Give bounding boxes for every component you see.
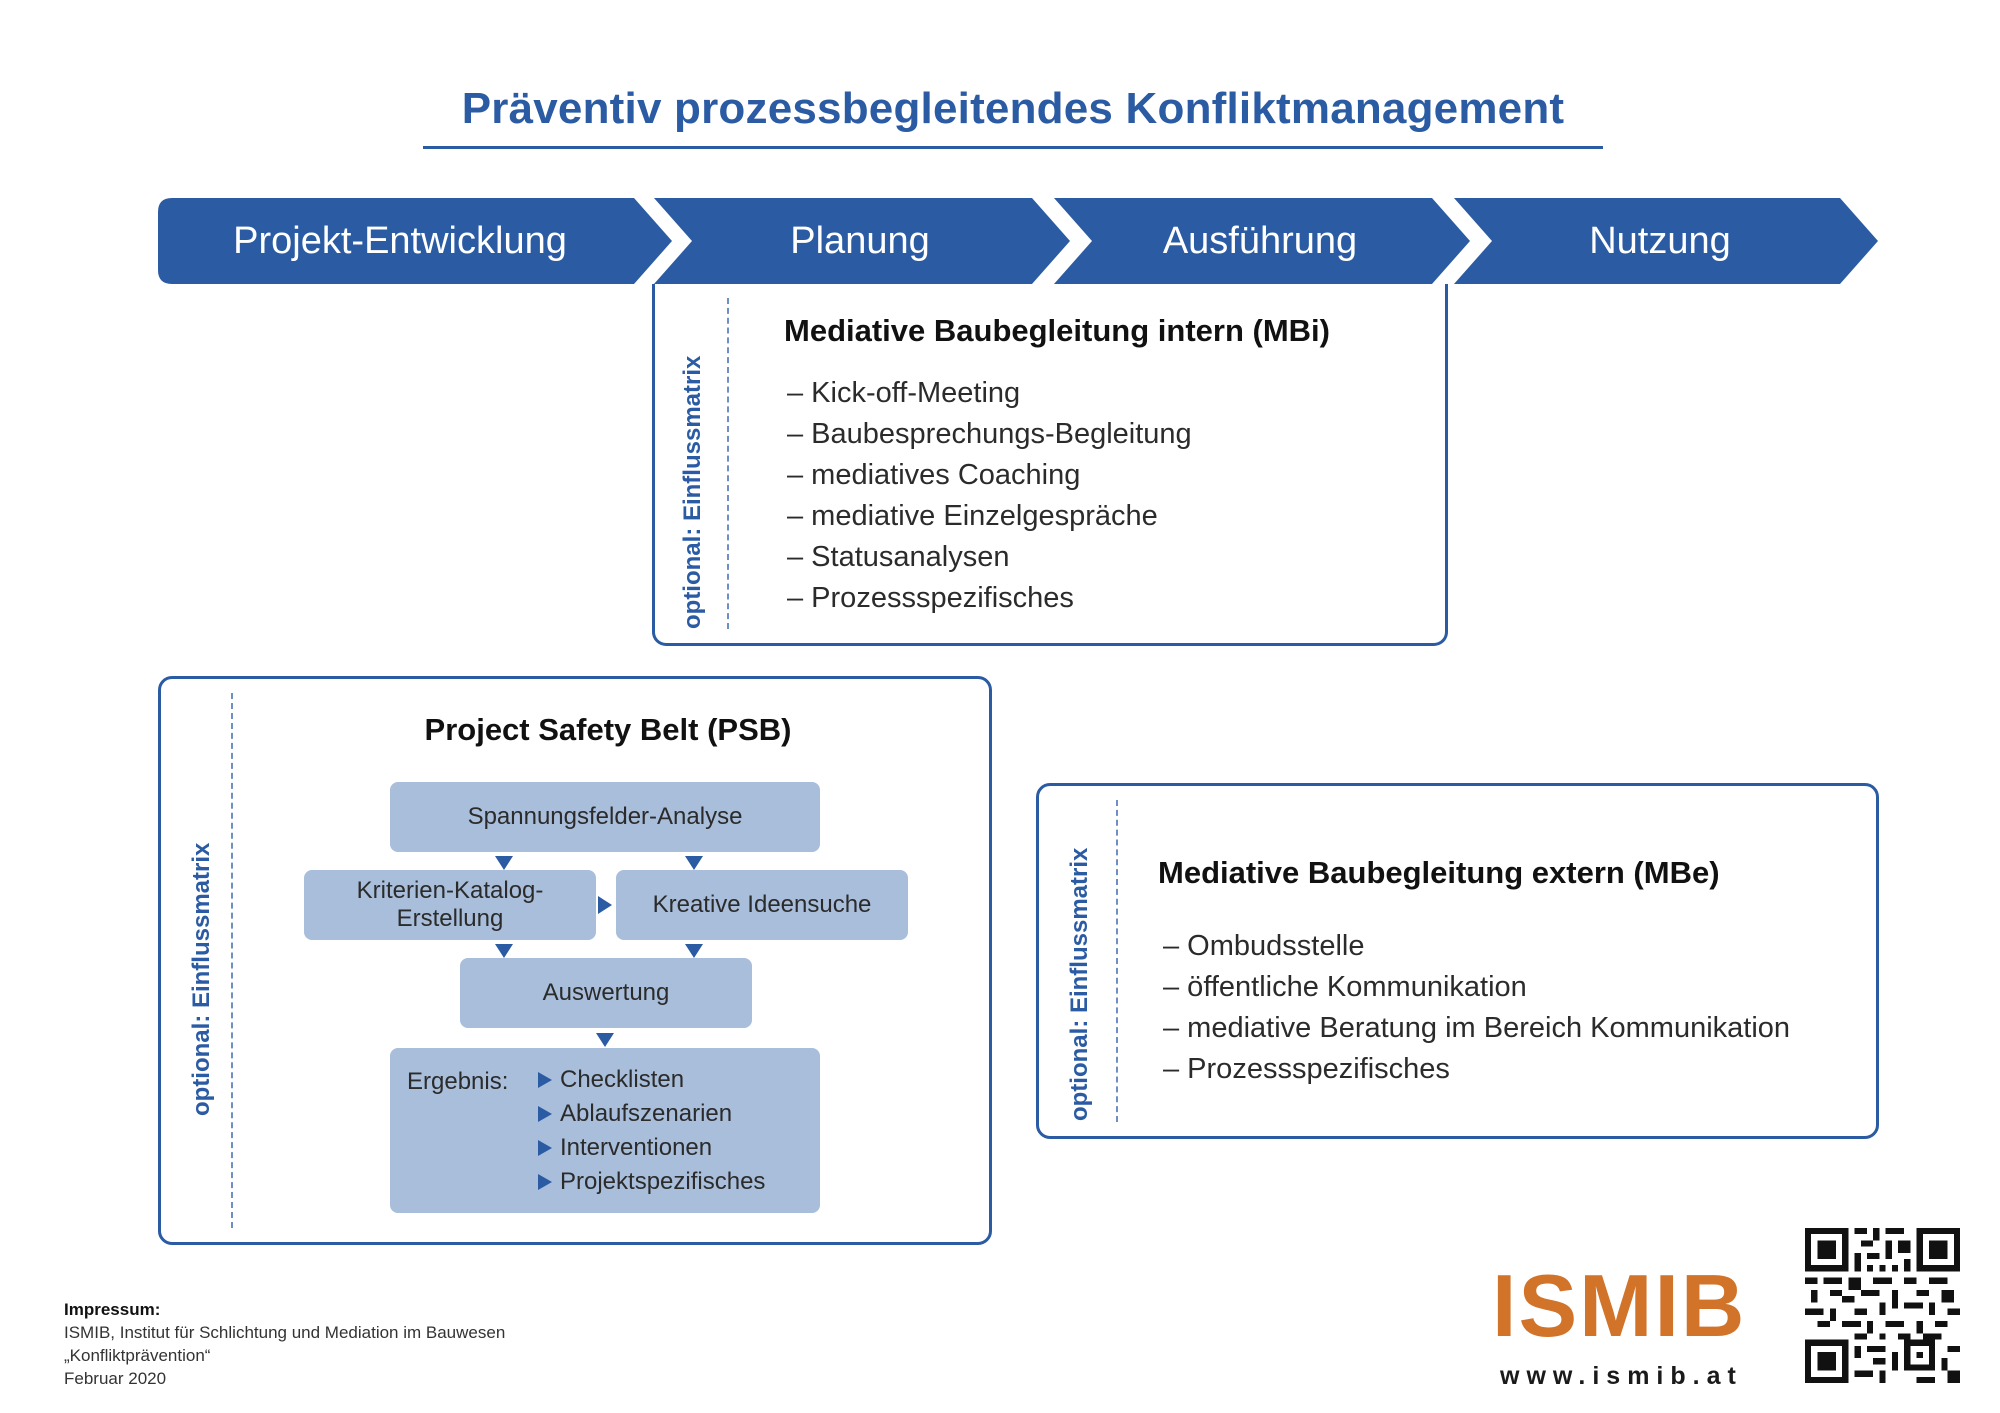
result-list: Checklisten Ablaufszenarien Intervention… [538,1063,765,1199]
impressum-heading: Impressum: [64,1300,161,1319]
arrow-down-icon [596,1033,614,1047]
triangle-bullet-icon [538,1174,552,1190]
mbe-side-label: optional: Einflussmatrix [1066,847,1093,1121]
phase-chevron-ausfuehrung [1054,198,1470,284]
impressum-line: ISMIB, Institut für Schlichtung und Medi… [64,1323,506,1342]
triangle-bullet-icon [538,1140,552,1156]
list-item: – mediatives Coaching [787,459,1081,491]
node-ergebnis: Ergebnis: Checklisten Ablaufszenarien In… [390,1048,820,1213]
title-underline [423,146,1603,149]
node-auswertung: Auswertung [460,958,752,1028]
list-item: – Prozessspezifisches [787,582,1074,614]
list-item: Checklisten [538,1063,765,1097]
psb-side-label: optional: Einflussmatrix [188,842,215,1116]
impressum-line: „Konfliktprävention“ [64,1346,211,1365]
mbe-divider [1116,800,1118,1122]
mbe-box: optional: Einflussmatrix Mediative Baube… [1036,783,1879,1139]
mbi-list: – Kick-off-Meeting – Baubesprechungs-Beg… [787,373,1192,619]
list-item: – mediative Einzelgespräche [787,500,1158,532]
arrow-down-icon [495,856,513,870]
impressum: Impressum: ISMIB, Institut für Schlichtu… [64,1298,505,1390]
list-item: – Prozessspezifisches [1163,1053,1450,1085]
list-item: – öffentliche Kommunikation [1163,971,1527,1003]
mbi-title: Mediative Baubegleitung intern (MBi) [784,313,1330,348]
phase-chevron-planung [654,198,1070,284]
arrow-right-icon [598,896,612,914]
mbi-side-label: optional: Einflussmatrix [679,355,706,629]
mbi-box: optional: Einflussmatrix Mediative Baube… [652,284,1448,646]
node-spannungsfelder-analyse: Spannungsfelder-Analyse [390,782,820,852]
psb-title: Project Safety Belt (PSB) [424,712,792,747]
phase-planung: Planung [790,220,930,262]
node-kreative-ideensuche: Kreative Ideensuche [616,870,908,940]
phase-nutzung: Nutzung [1589,220,1731,262]
list-item: Interventionen [538,1131,765,1165]
result-label: Ergebnis: [407,1068,509,1095]
list-item: – mediative Beratung im Bereich Kommunik… [1163,1012,1791,1044]
website-url[interactable]: www.ismib.at [1500,1362,1743,1390]
phase-arrow [158,198,1878,284]
qr-code-icon [1805,1228,1960,1383]
psb-box: optional: Einflussmatrix Project Safety … [158,676,992,1245]
psb-divider [231,693,233,1228]
node-kriterien-katalog: Kriterien-Katalog- Erstellung [304,870,596,940]
phase-chevron-nutzung [1454,198,1878,284]
mbi-divider [727,298,729,629]
list-item: – Ombudsstelle [1163,930,1365,962]
page-title: Präventiv prozessbegleitendes Konfliktma… [461,84,1565,133]
phase-projekt-entwicklung: Projekt-Entwicklung [233,220,567,262]
mbe-list: – Ombudsstelle – öffentliche Kommunikati… [1163,926,1790,1090]
list-item: – Statusanalysen [787,541,1010,573]
phase-ausfuehrung: Ausführung [1162,220,1358,262]
list-item: Projektspezifisches [538,1165,765,1199]
list-item: – Baubesprechungs-Begleitung [787,418,1192,450]
mbe-title: Mediative Baubegleitung extern (MBe) [1158,855,1720,890]
triangle-bullet-icon [538,1072,552,1088]
arrow-down-icon [685,856,703,870]
triangle-bullet-icon [538,1106,552,1122]
phase-chevron-projekt-entwicklung [158,198,672,284]
list-item: – Kick-off-Meeting [787,377,1021,409]
ismib-logo: ISMIB [1492,1256,1747,1355]
impressum-line: Februar 2020 [64,1369,167,1388]
arrow-down-icon [495,944,513,958]
list-item: Ablaufszenarien [538,1097,765,1131]
arrow-down-icon [685,944,703,958]
